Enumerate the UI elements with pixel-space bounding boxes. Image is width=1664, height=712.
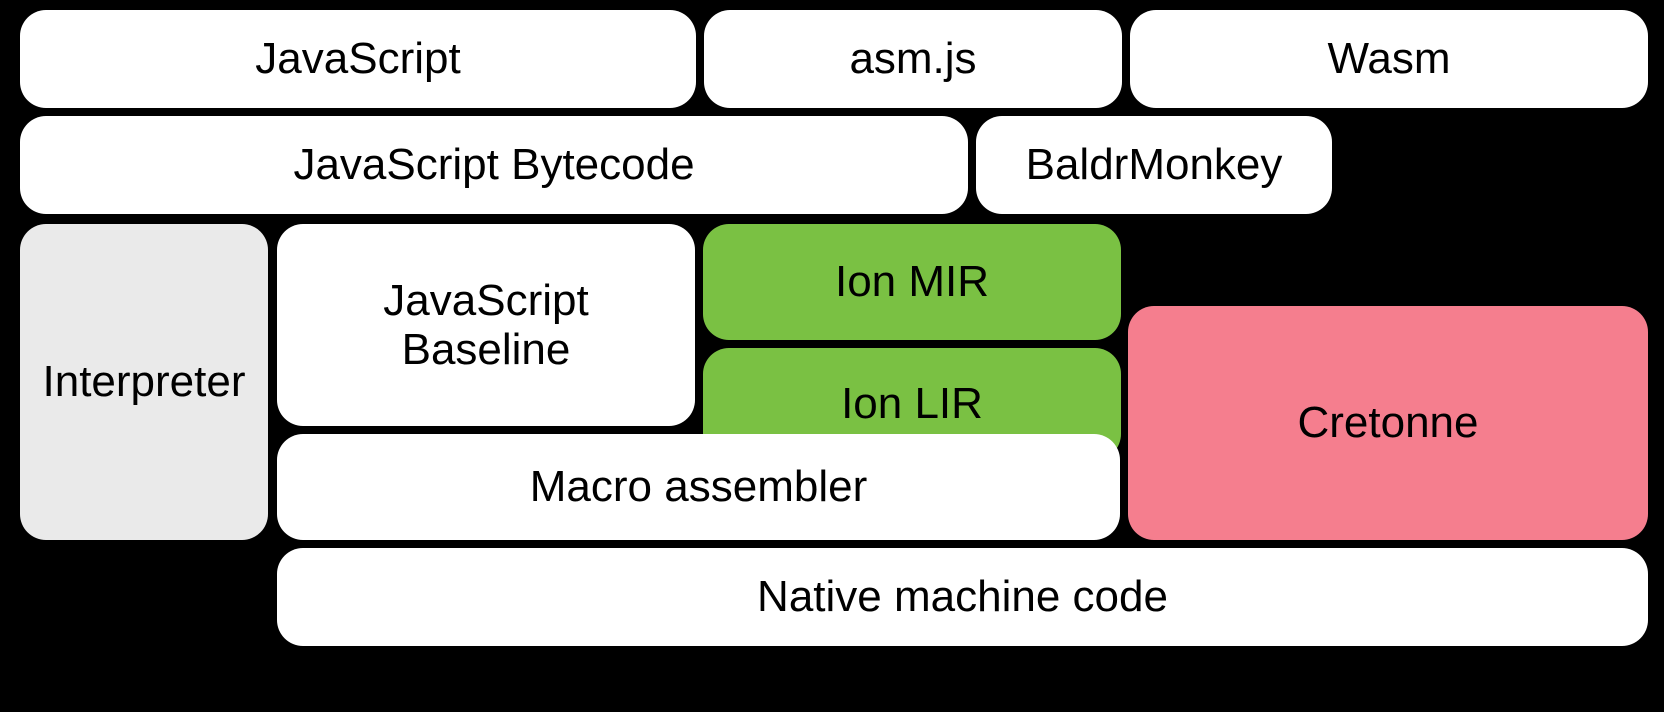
node-label-native-machine-code: Native machine code (757, 572, 1168, 622)
node-label-cretonne: Cretonne (1297, 398, 1479, 448)
node-label-interpreter: Interpreter (42, 357, 246, 407)
node-label-asm-js: asm.js (849, 34, 977, 84)
node-javascript: JavaScript (20, 10, 696, 108)
node-baldrmonkey: BaldrMonkey (976, 116, 1332, 214)
node-cretonne: Cretonne (1128, 306, 1648, 540)
node-asm-js: asm.js (704, 10, 1122, 108)
node-javascript-bytecode: JavaScript Bytecode (20, 116, 968, 214)
node-label-javascript-baseline: JavaScript Baseline (383, 275, 589, 374)
node-label-ion-lir: Ion LIR (841, 379, 983, 429)
node-macro-assembler: Macro assembler (277, 434, 1120, 540)
node-label-javascript: JavaScript (255, 34, 461, 84)
node-label-wasm: Wasm (1327, 34, 1451, 84)
node-native-machine-code: Native machine code (277, 548, 1648, 646)
node-javascript-baseline: JavaScript Baseline (277, 224, 695, 426)
node-interpreter: Interpreter (20, 224, 268, 540)
node-label-baldrmonkey: BaldrMonkey (1025, 140, 1283, 190)
node-ion-mir: Ion MIR (703, 224, 1121, 340)
node-wasm: Wasm (1130, 10, 1648, 108)
node-label-javascript-bytecode: JavaScript Bytecode (293, 140, 695, 190)
node-label-macro-assembler: Macro assembler (529, 462, 868, 512)
node-label-ion-mir: Ion MIR (834, 257, 990, 307)
